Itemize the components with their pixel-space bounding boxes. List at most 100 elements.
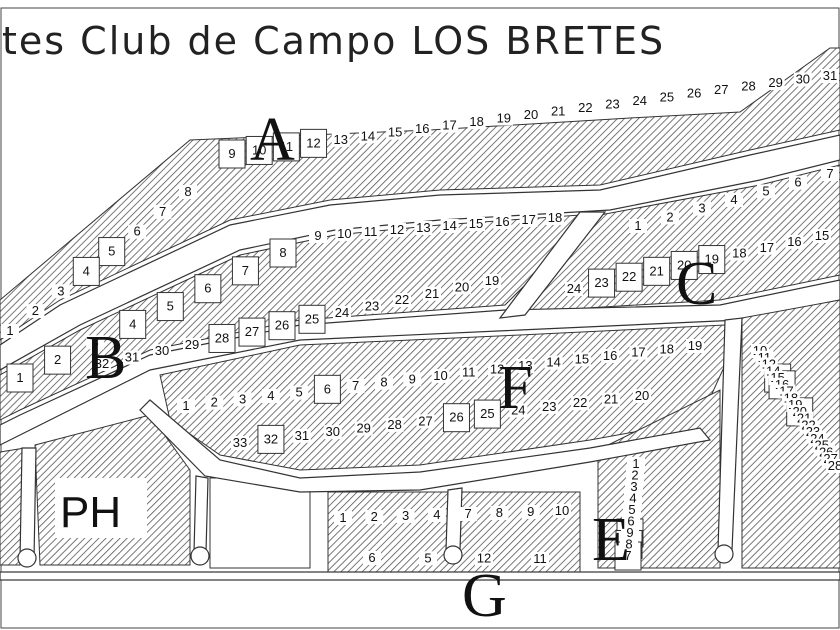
lot-number[interactable]: 19 [497,111,511,126]
lot-number[interactable]: 2 [631,468,638,483]
lot-number[interactable]: 10 [337,226,351,241]
lot-number[interactable]: 30 [155,343,169,358]
lot-number[interactable]: 6 [794,175,801,190]
lot-number[interactable]: 18 [469,114,483,129]
lot-number[interactable]: 24 [335,305,349,320]
lot-number[interactable]: 25 [305,311,319,326]
lot-number[interactable]: 28 [828,458,840,473]
lot-number[interactable]: 6 [627,514,634,529]
lot-number[interactable]: 31 [823,68,837,83]
lot-number[interactable]: 28 [215,330,229,345]
lot-number[interactable]: 21 [551,103,565,118]
lot-number[interactable]: 23 [605,96,619,111]
lot-number[interactable]: 12 [390,222,404,237]
lot-number[interactable]: 18 [659,341,673,356]
lot-number[interactable]: 21 [604,392,618,407]
lot-number[interactable]: 5 [424,550,431,565]
lot-number[interactable]: 14 [442,218,456,233]
lot-number[interactable]: 27 [714,82,728,97]
lot-number[interactable]: 1 [339,510,346,525]
lot-number[interactable]: 22 [395,292,409,307]
lot-number[interactable]: 11 [364,224,378,239]
lot-number[interactable]: 6 [134,224,141,239]
lot-number[interactable]: 2 [32,303,39,318]
lot-number[interactable]: 1 [634,218,641,233]
lot-number[interactable]: 3 [239,391,246,406]
lot-number[interactable]: 13 [518,358,532,373]
lot-number[interactable]: 23 [542,399,556,414]
lot-number[interactable]: 31 [295,428,309,443]
lot-number[interactable]: 6 [204,281,211,296]
lot-number[interactable]: 23 [365,299,379,314]
lot-number[interactable]: 15 [815,228,829,243]
lot-number[interactable]: 7 [159,204,166,219]
lot-number[interactable]: 22 [573,395,587,410]
lot-number[interactable]: 9 [626,525,633,540]
lot-number[interactable]: 4 [629,491,636,506]
lot-number[interactable]: 12 [306,135,320,150]
lot-number[interactable]: 20 [677,257,691,272]
lot-number[interactable]: 5 [167,299,174,314]
lot-number[interactable]: 10 [555,503,569,518]
lot-number[interactable]: 32 [95,356,109,371]
lot-number[interactable]: 8 [184,184,191,199]
lot-number[interactable]: 22 [622,269,636,284]
lot-number[interactable]: 2 [666,209,673,224]
lot-number[interactable]: 7 [242,263,249,278]
lot-number[interactable]: 15 [575,351,589,366]
lot-number[interactable]: 13 [333,132,347,147]
lot-number[interactable]: 29 [185,337,199,352]
lot-number[interactable]: 11 [533,551,547,566]
lot-number[interactable]: 7 [826,166,833,181]
lot-number[interactable]: 21 [649,263,663,278]
lot-number[interactable]: 1 [182,398,189,413]
lot-number[interactable]: 20 [524,107,538,122]
lot-number[interactable]: 9 [409,371,416,386]
lot-number[interactable]: 15 [469,216,483,231]
lot-number[interactable]: 4 [83,263,90,278]
lot-number[interactable]: 26 [275,318,289,333]
lot-number[interactable]: 3 [402,508,409,523]
lot-number[interactable]: 9 [228,146,235,161]
lot-number[interactable]: 24 [511,402,525,417]
lot-number[interactable]: 3 [630,479,637,494]
lot-number[interactable]: 1 [632,456,639,471]
lot-number[interactable]: 7 [465,506,472,521]
lot-number[interactable]: 33 [233,435,247,450]
lot-number[interactable]: 12 [477,551,491,566]
lot-number[interactable]: 5 [108,244,115,259]
lot-number[interactable]: 26 [687,86,701,101]
lot-number[interactable]: 25 [480,406,494,421]
lot-number[interactable]: 15 [388,125,402,140]
lot-number[interactable]: 6 [324,381,331,396]
lot-number[interactable]: 30 [326,424,340,439]
lot-number[interactable]: 5 [762,183,769,198]
lot-number[interactable]: 2 [371,509,378,524]
lot-number[interactable]: 19 [688,338,702,353]
lot-number[interactable]: 31 [125,350,139,365]
lot-number[interactable]: 7 [624,548,631,563]
lot-number[interactable]: 28 [741,79,755,94]
lot-number[interactable]: 17 [521,212,535,227]
lot-number[interactable]: 29 [356,421,370,436]
lot-number[interactable]: 9 [527,504,534,519]
lot-number[interactable]: 26 [449,410,463,425]
lot-number[interactable]: 20 [635,388,649,403]
lot-number[interactable]: 16 [415,121,429,136]
lot-number[interactable]: 4 [267,388,274,403]
lot-number[interactable]: 14 [546,355,560,370]
lot-number[interactable]: 1 [6,323,13,338]
lot-number[interactable]: 5 [295,385,302,400]
lot-number[interactable]: 14 [361,128,375,143]
lot-number[interactable]: 19 [485,273,499,288]
lot-number[interactable]: 16 [603,348,617,363]
lot-number[interactable]: 8 [625,537,632,552]
lot-number[interactable]: 24 [632,93,646,108]
lot-number[interactable]: 20 [455,279,469,294]
lot-number[interactable]: 11 [280,139,294,154]
lot-number[interactable]: 19 [705,252,719,267]
lot-number[interactable]: 2 [54,352,61,367]
lot-number[interactable]: 4 [129,316,136,331]
lot-number[interactable]: 17 [631,345,645,360]
lot-number[interactable]: 27 [418,413,432,428]
